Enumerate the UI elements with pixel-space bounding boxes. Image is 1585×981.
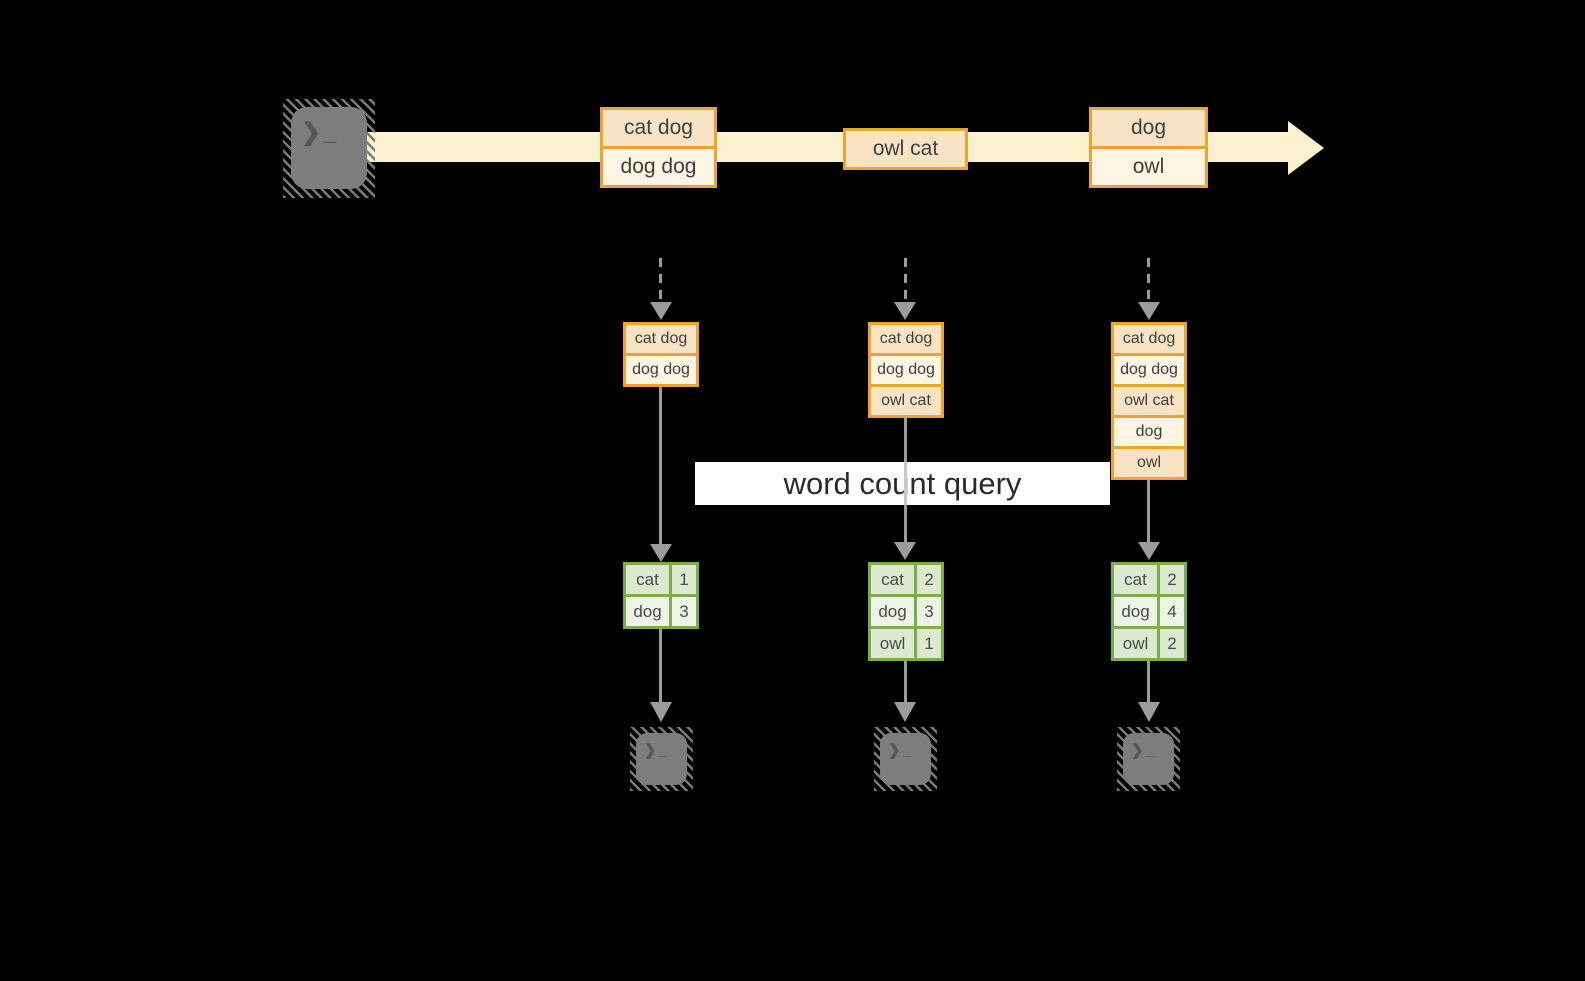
result-table-1: cat 1 dog 3 xyxy=(623,562,699,629)
dashed-arrowhead-icon xyxy=(1138,302,1160,320)
count-cell: 2 xyxy=(1160,565,1184,594)
input-cell: cat dog xyxy=(626,325,696,353)
sink-terminal-icon-3 xyxy=(1123,733,1174,785)
word-cell: dog xyxy=(626,597,669,626)
query-arrowhead-icon xyxy=(650,544,672,562)
output-arrowhead-icon xyxy=(650,702,672,722)
input-table-2: cat dog dog dog owl cat xyxy=(868,322,944,418)
input-cell: dog xyxy=(1114,418,1184,446)
word-cell: cat xyxy=(871,565,914,594)
query-arrow-line xyxy=(1147,480,1150,542)
input-cell: dog dog xyxy=(871,356,941,384)
word-cell: dog xyxy=(1114,597,1157,626)
result-row: dog 4 xyxy=(1114,597,1184,626)
result-row: cat 2 xyxy=(871,565,941,594)
word-cell: owl xyxy=(871,629,914,658)
result-row: dog 3 xyxy=(626,597,696,626)
result-row: dog 3 xyxy=(871,597,941,626)
result-row: owl 1 xyxy=(871,629,941,658)
dashed-arrowhead-icon xyxy=(650,302,672,320)
dashed-arrow-line xyxy=(659,258,662,302)
input-cell: owl xyxy=(1114,449,1184,477)
output-arrow-line xyxy=(659,629,662,702)
query-arrowhead-icon xyxy=(894,542,916,560)
input-cell: owl cat xyxy=(1114,387,1184,415)
terminal-prompt-icon: ❯_ xyxy=(644,742,669,759)
word-count-query-label: word count query xyxy=(695,462,1110,505)
input-cell: owl cat xyxy=(871,387,941,415)
batch-line: dog xyxy=(1092,110,1205,146)
count-cell: 4 xyxy=(1160,597,1184,626)
result-row: cat 2 xyxy=(1114,565,1184,594)
stream-batch-1: cat dog dog dog xyxy=(600,107,717,188)
stream-batch-3: dog owl xyxy=(1089,107,1208,188)
query-arrow-line xyxy=(659,387,662,544)
query-arrowhead-icon xyxy=(1138,542,1160,560)
count-cell: 2 xyxy=(1160,629,1184,658)
query-arrow-line-overlay xyxy=(904,462,907,505)
output-arrow-line xyxy=(1147,661,1150,702)
batch-line: owl cat xyxy=(846,131,965,167)
word-cell: cat xyxy=(626,565,669,594)
dashed-arrow-line xyxy=(1147,258,1150,302)
input-table-1: cat dog dog dog xyxy=(623,322,699,387)
count-cell: 1 xyxy=(672,565,696,594)
word-cell: dog xyxy=(871,597,914,626)
word-cell: owl xyxy=(1114,629,1157,658)
input-cell: dog dog xyxy=(626,356,696,384)
result-row: cat 1 xyxy=(626,565,696,594)
count-cell: 2 xyxy=(917,565,941,594)
count-cell: 3 xyxy=(672,597,696,626)
terminal-prompt-icon: ❯_ xyxy=(888,742,913,759)
stream-batch-2: owl cat xyxy=(843,128,968,170)
input-table-3: cat dog dog dog owl cat dog owl xyxy=(1111,322,1187,480)
output-arrowhead-icon xyxy=(1138,702,1160,722)
count-cell: 3 xyxy=(917,597,941,626)
input-cell: cat dog xyxy=(1114,325,1184,353)
result-table-2: cat 2 dog 3 owl 1 xyxy=(868,562,944,661)
batch-line: owl xyxy=(1092,149,1205,185)
batch-line: cat dog xyxy=(603,110,714,146)
word-cell: cat xyxy=(1114,565,1157,594)
count-cell: 1 xyxy=(917,629,941,658)
input-cell: dog dog xyxy=(1114,356,1184,384)
output-arrowhead-icon xyxy=(894,702,916,722)
batch-line: dog dog xyxy=(603,149,714,185)
data-stream-arrowhead-icon xyxy=(1288,121,1324,175)
terminal-prompt-icon: ❯_ xyxy=(1131,742,1156,759)
dashed-arrow-line xyxy=(904,258,907,302)
sink-terminal-icon-2 xyxy=(880,733,931,785)
dashed-arrowhead-icon xyxy=(894,302,916,320)
result-table-3: cat 2 dog 4 owl 2 xyxy=(1111,562,1187,661)
result-row: owl 2 xyxy=(1114,629,1184,658)
terminal-prompt-icon: ❯_ xyxy=(301,119,339,146)
output-arrow-line xyxy=(904,661,907,702)
sink-terminal-icon-1 xyxy=(636,733,687,785)
input-cell: cat dog xyxy=(871,325,941,353)
source-terminal-icon xyxy=(291,107,367,189)
